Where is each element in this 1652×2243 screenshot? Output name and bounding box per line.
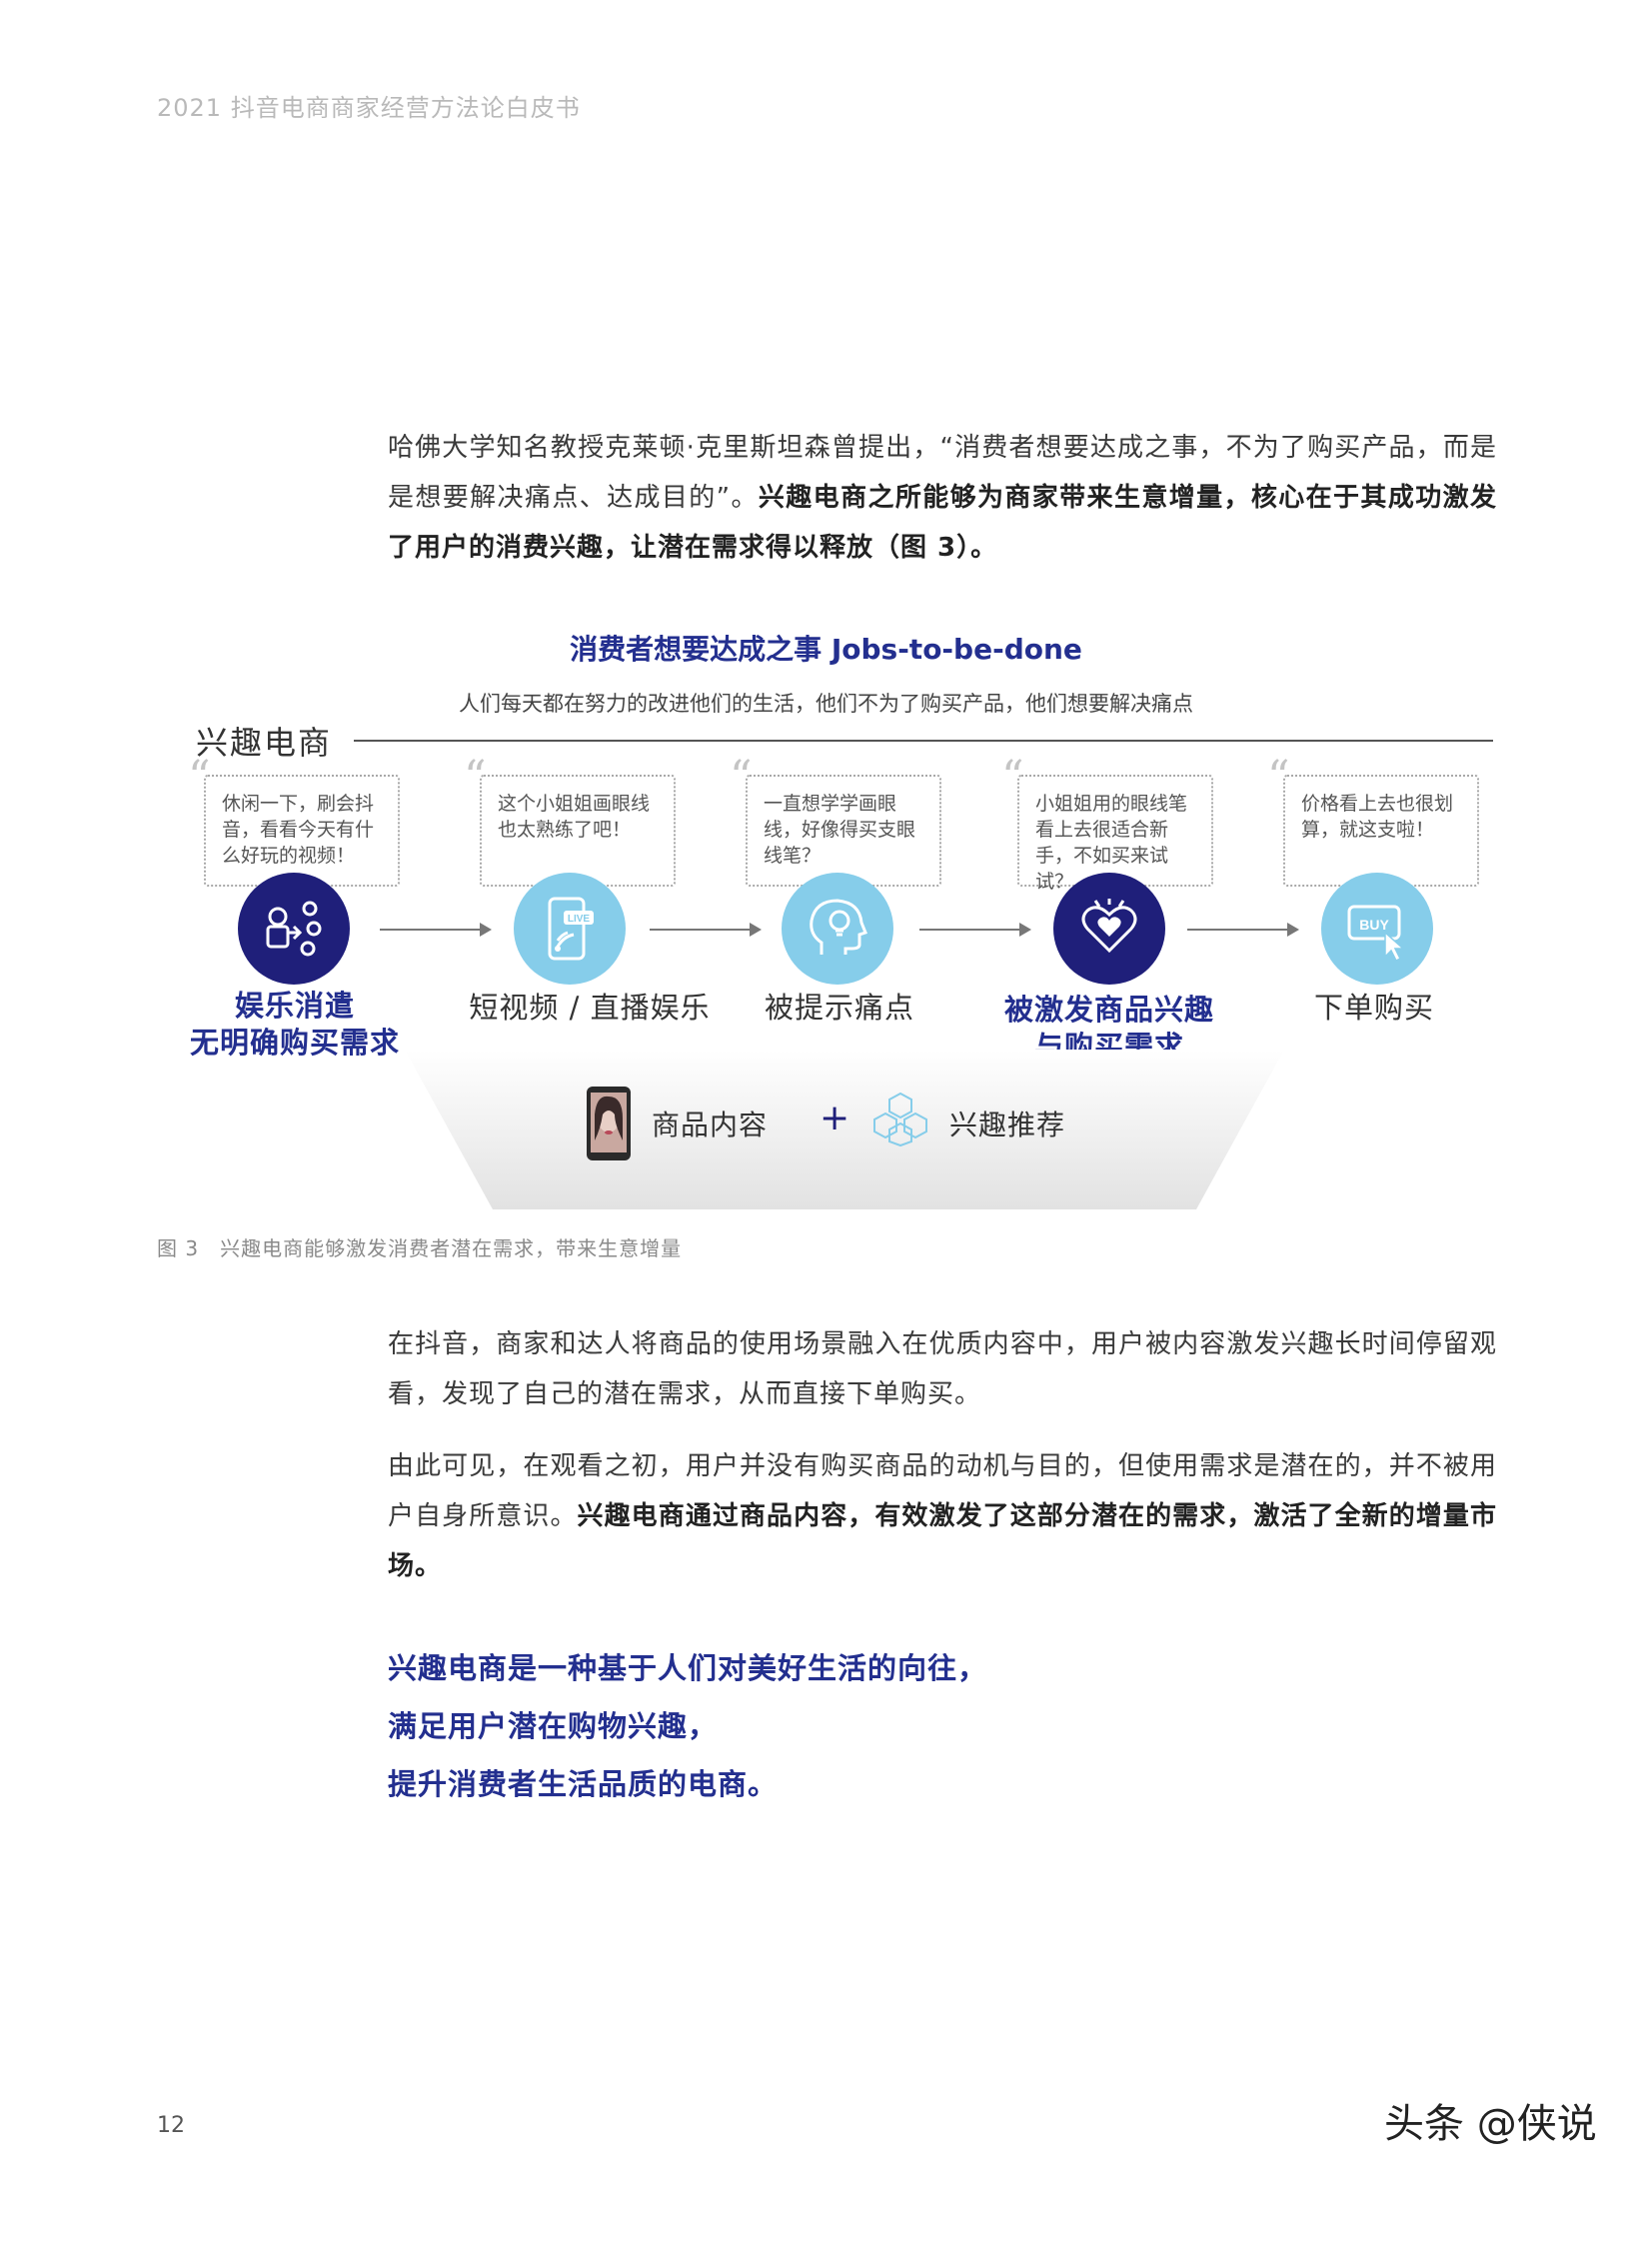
figure-title: 消费者想要达成之事 Jobs-to-be-done: [570, 633, 1082, 666]
stage-label: 被激发商品兴趣 与购买需求: [974, 992, 1244, 1066]
figure-category-label: 兴趣电商: [196, 724, 333, 762]
network-cubes-icon: [871, 1090, 929, 1147]
svg-text:BUY: BUY: [1359, 917, 1389, 933]
flow-arrow: [1187, 923, 1299, 937]
quote-bubble: 休闲一下，刷会抖音，看看今天有什么好玩的视频！: [204, 775, 400, 887]
live-video-icon: LIVE: [514, 873, 626, 985]
stage-label: 下单购买: [1239, 990, 1509, 1027]
funnel-background: [405, 1050, 1284, 1209]
category-divider: [354, 740, 1493, 742]
stage-label-line: 短视频 / 直播娱乐: [469, 991, 711, 1025]
svg-text:LIVE: LIVE: [568, 914, 591, 925]
phone-video-icon: [585, 1085, 633, 1162]
bottom-label-content: 商品内容: [652, 1109, 769, 1141]
stage-label-line: 被激发商品兴趣: [1003, 993, 1214, 1027]
stage-label-line: 下单购买: [1313, 991, 1434, 1025]
quote-bubble: 这个小姐姐画眼线也太熟练了吧！: [480, 775, 676, 887]
quote-bubble: 价格看上去也很划算，就这支啦！: [1283, 775, 1479, 887]
highlight-statement: 兴趣电商是一种基于人们对美好生活的向往， 满足用户潜在购物兴趣， 提升消费者生活…: [388, 1639, 987, 1813]
intro-text: 哈佛大学知名教授克莱顿·克里斯坦森曾提出，“消费者想要达成之事，不为了购买产品，…: [388, 433, 1497, 513]
running-header: 2021 抖音电商商家经营方法论白皮书: [157, 94, 581, 122]
highlight-line: 兴趣电商是一种基于人们对美好生活的向往，: [388, 1651, 988, 1685]
stage-label-line: 娱乐消遣: [234, 989, 355, 1023]
quote-text: 小姐姐用的眼线笔看上去很适合新手，不如买来试试？: [1035, 793, 1188, 893]
idea-head-icon: [782, 873, 893, 985]
figure-subtitle: 人们每天都在努力的改进他们的生活，他们不为了购买产品，他们想要解决痛点: [459, 692, 1193, 716]
highlight-line: 满足用户潜在购物兴趣，: [388, 1709, 719, 1743]
flow-arrow: [919, 923, 1031, 937]
body-paragraph-2: 由此可见，在观看之初，用户并没有购买商品的动机与目的，但使用需求是潜在的，并不被…: [388, 1441, 1497, 1591]
stage-label: 娱乐消遣 无明确购买需求: [160, 988, 430, 1062]
quote-bubble: 小姐姐用的眼线笔看上去很适合新手，不如买来试试？: [1017, 775, 1213, 893]
entertainment-icon: [238, 873, 350, 985]
stage-label: 短视频 / 直播娱乐: [455, 990, 725, 1027]
body-bold-text: 兴趣电商通过商品内容，有效激发了这部分潜在的需求，激活了全新的增量市场。: [388, 1501, 1497, 1581]
quote-text: 这个小姐姐画眼线也太熟练了吧！: [498, 793, 651, 841]
buy-icon: BUY: [1321, 873, 1433, 985]
flow-arrow: [650, 923, 762, 937]
bottom-label-recommend: 兴趣推荐: [949, 1109, 1066, 1141]
body-paragraph-1: 在抖音，商家和达人将商品的使用场景融入在优质内容中，用户被内容激发兴趣长时间停留…: [388, 1329, 1497, 1409]
quote-bubble: 一直想学学画眼线，好像得买支眼线笔？: [746, 775, 941, 887]
quote-text: 休闲一下，刷会抖音，看看今天有什么好玩的视频！: [222, 793, 375, 867]
figure-caption: 图 3 兴趣电商能够激发消费者潜在需求，带来生意增量: [157, 1236, 683, 1260]
stage-label-line: 无明确购买需求: [189, 1026, 400, 1060]
plus-sign: +: [820, 1098, 851, 1138]
quote-text: 一直想学学画眼线，好像得买支眼线笔？: [764, 793, 916, 867]
intro-paragraph: 哈佛大学知名教授克莱顿·克里斯坦森曾提出，“消费者想要达成之事，不为了购买产品，…: [388, 423, 1497, 573]
stage-label-line: 被提示痛点: [764, 991, 914, 1025]
quote-text: 价格看上去也很划算，就这支啦！: [1301, 793, 1454, 841]
flow-arrow: [380, 923, 492, 937]
page-number: 12: [157, 2113, 185, 2138]
body-text: 由此可见，在观看之初，用户并没有购买商品的动机与目的，但使用需求是潜在的，并不被…: [388, 1451, 1497, 1531]
watermark: 头条 @侠说: [1384, 2101, 1597, 2147]
heart-head-icon: [1053, 873, 1165, 985]
intro-bold-text: 兴趣电商之所能够为商家带来生意增量，核心在于其成功激发了用户的消费兴趣，让潜在需…: [388, 483, 1497, 563]
highlight-line: 提升消费者生活品质的电商。: [388, 1767, 779, 1801]
stage-label: 被提示痛点: [705, 990, 974, 1027]
